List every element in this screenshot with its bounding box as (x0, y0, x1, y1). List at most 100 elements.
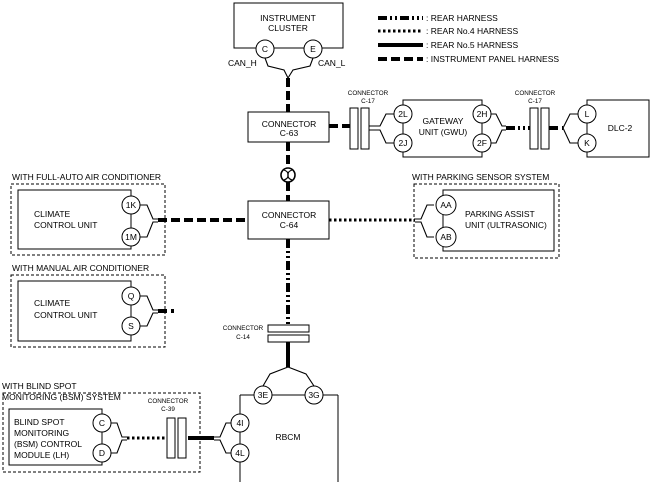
connector-c39-line2: C-39 (161, 406, 175, 413)
wire-c17-2l (369, 113, 394, 127)
wire-ab (415, 221, 434, 238)
can-l-wire (287, 57, 314, 79)
pin-q-label: Q (128, 291, 135, 301)
connector-c63-line1: CONNECTOR (262, 119, 317, 129)
twisted-pair-icon (280, 167, 296, 183)
rbcm: RBCM 3E 3G 4I 4L (230, 385, 339, 482)
bsm-group: WITH BLIND SPOT MONITORING (BSM) SYSTEM … (2, 381, 201, 473)
connector-c14-half-a (267, 324, 310, 333)
pin-d-bsm-label: D (99, 448, 105, 458)
bsm-module-box (8, 408, 103, 466)
pin-k-dlc2 (577, 133, 597, 153)
parking-dashed-frame (413, 183, 560, 259)
pin-d-bsm (92, 443, 112, 463)
rear-no5-harness-label: : REAR No.5 HARNESS (426, 40, 518, 50)
manual-climate-line1: CLIMATE (34, 298, 71, 308)
can-l-label: CAN_L (318, 58, 346, 68)
wire-3g (287, 366, 315, 387)
gateway-unit-line1: GATEWAY (423, 116, 464, 126)
wire-3e (262, 366, 289, 387)
parking-heading: WITH PARKING SENSOR SYSTEM (412, 172, 549, 182)
dlc2-label: DLC-2 (608, 123, 633, 133)
parking-assist-box (442, 189, 555, 252)
wire-dlc-k (562, 127, 578, 144)
connector-c17-left-half-a (349, 107, 359, 150)
pin-l-dlc2-label: L (585, 109, 590, 119)
connector-c17-left-line1: CONNECTOR (348, 90, 389, 97)
pin-1k-label: 1K (126, 200, 137, 210)
connector-c14-line2: C-14 (236, 334, 250, 341)
connector-c14: CONNECTOR C-14 (223, 324, 310, 343)
instrument-cluster-line2: CLUSTER (268, 23, 308, 33)
dlc2: DLC-2 L K (577, 99, 650, 158)
connector-c17-right-line1: CONNECTOR (515, 90, 556, 97)
connector-c64: CONNECTOR C-64 (247, 200, 330, 240)
can-h-label: CAN_H (228, 58, 257, 68)
manual-climate-line2: CONTROL UNIT (34, 310, 97, 320)
rear-harness-label: : REAR HARNESS (426, 13, 498, 23)
pin-4i-label: 4I (236, 418, 243, 428)
wire-4i (214, 422, 231, 438)
pin-aa-parking (435, 194, 457, 216)
pin-3g-rbcm (304, 385, 324, 405)
pin-2j-label: 2J (399, 138, 408, 148)
wire-2h (491, 113, 506, 127)
pin-s-label: S (128, 321, 134, 331)
pin-k-dlc2-label: K (584, 138, 590, 148)
gateway-unit-line2: UNIT (GWU) (419, 127, 468, 137)
rbcm-label: RBCM (275, 432, 300, 442)
parking-assist-line2: UNIT (ULTRASONIC) (465, 220, 547, 230)
wire-aa (415, 204, 434, 220)
pin-c-instrument-label: C (262, 44, 268, 54)
wire-bsm-d (111, 439, 127, 454)
pin-aa-label: AA (440, 200, 452, 210)
connector-c64-line2: C-64 (280, 220, 299, 230)
instrument-cluster: INSTRUMENT CLUSTER C E CAN_H CAN_L (228, 2, 346, 68)
bsm-module-line2: MONITORING (14, 428, 69, 438)
bsm-heading-line2: MONITORING (BSM) SYSTEM (2, 392, 121, 402)
wire-q (140, 295, 158, 311)
connector-c17-left: CONNECTOR C-17 (348, 90, 389, 150)
connector-c63-box (247, 111, 330, 143)
wire-dlc-l (562, 113, 578, 129)
pin-3e-rbcm (253, 385, 273, 405)
connector-c39-half-b (177, 417, 187, 459)
wire-s (140, 312, 158, 327)
pin-3e-label: 3E (258, 390, 269, 400)
wire-4l (214, 439, 231, 454)
connector-c39-half-a (166, 417, 176, 459)
pin-c-bsm-label: C (99, 418, 105, 428)
gateway-unit: GATEWAY UNIT (GWU) 2L 2J 2H 2F (393, 99, 492, 158)
connector-c64-line1: CONNECTOR (262, 210, 317, 220)
pin-l-dlc2 (577, 104, 597, 124)
full-auto-dashed-frame (10, 183, 166, 256)
pin-2j-gateway (393, 133, 413, 153)
pin-1m-label: 1M (125, 232, 137, 242)
wire-1m (140, 221, 158, 238)
parking-assist-group: WITH PARKING SENSOR SYSTEM PARKING ASSIS… (412, 172, 560, 259)
instrument-panel-harness-label: : INSTRUMENT PANEL HARNESS (426, 54, 559, 64)
dlc2-box (586, 99, 650, 158)
full-auto-climate-line1: CLIMATE (34, 209, 71, 219)
pin-c-bsm (92, 413, 112, 433)
connector-c17-right-half-b (540, 107, 550, 150)
can-h-wire (264, 57, 289, 79)
connector-c63-line2: C-63 (280, 128, 299, 138)
legend: : REAR HARNESS : REAR No.4 HARNESS : REA… (378, 13, 559, 64)
bsm-dashed-frame (2, 392, 201, 473)
connector-c63: CONNECTOR C-63 (247, 111, 330, 143)
manual-heading: WITH MANUAL AIR CONDITIONER (12, 263, 149, 273)
full-auto-climate-line2: CONTROL UNIT (34, 220, 97, 230)
pin-e-instrument-label: E (310, 44, 316, 54)
instrument-cluster-box (233, 2, 344, 49)
full-auto-heading: WITH FULL-AUTO AIR CONDITIONER (12, 172, 161, 182)
wire-2f (491, 129, 506, 144)
wire-c17-2j (369, 129, 394, 144)
parking-assist-line1: PARKING ASSIST (465, 209, 535, 219)
full-auto-climate-box (17, 189, 132, 250)
connector-c17-left-half-b (360, 107, 370, 150)
wire-bsm-c (111, 422, 127, 438)
gateway-unit-box (402, 99, 483, 158)
bsm-heading-line1: WITH BLIND SPOT (2, 381, 77, 391)
